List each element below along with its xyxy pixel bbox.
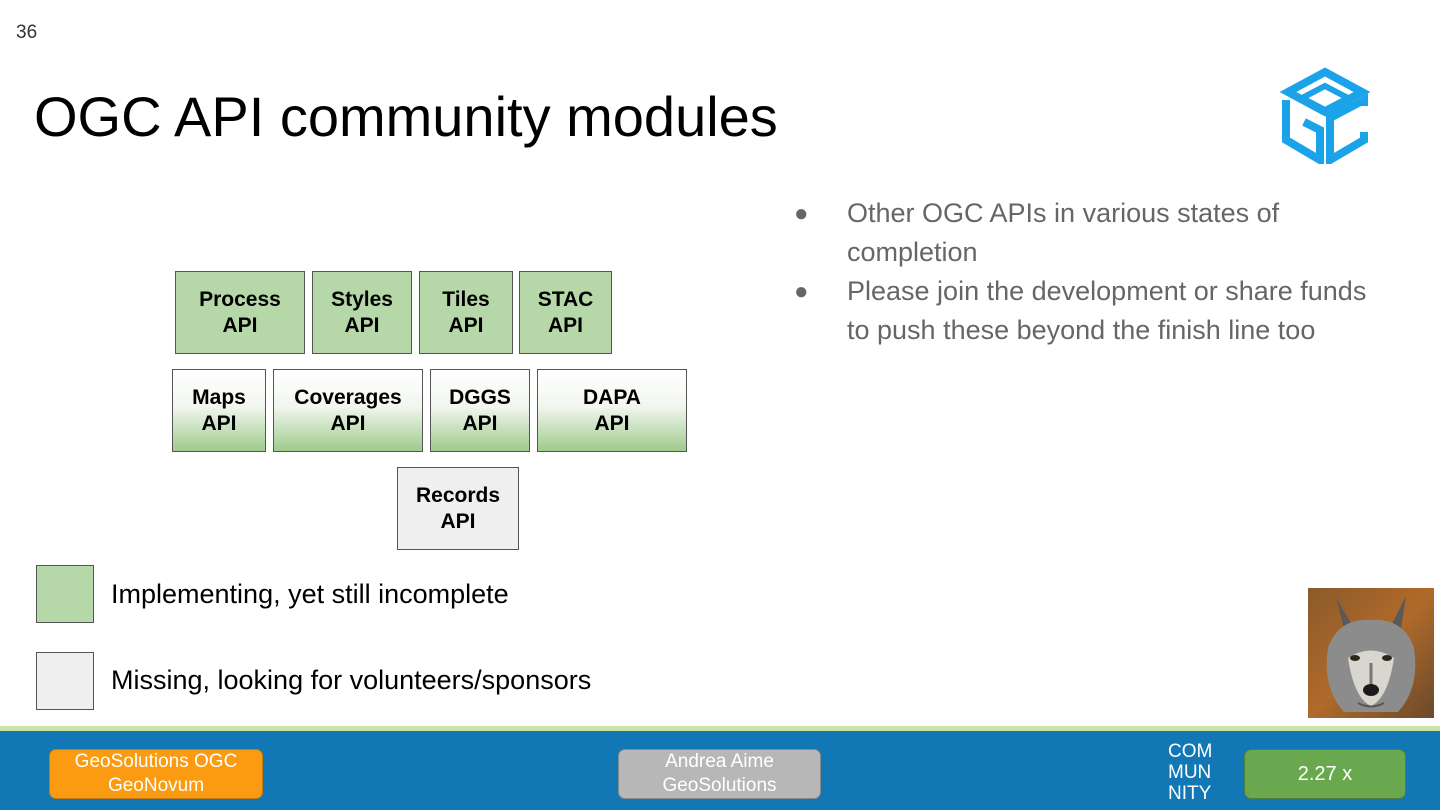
bullet-item: ● Other OGC APIs in various states of co…: [794, 194, 1384, 272]
tiles-api-sublabel: API: [448, 313, 484, 337]
maps-api-label: Maps: [192, 385, 246, 409]
tiles-api-box: Tiles API: [419, 271, 513, 354]
ogc-logo-icon: [1280, 67, 1370, 164]
footer-divider: [0, 726, 1440, 731]
footer-author-badge: Andrea Aime GeoSolutions: [618, 749, 821, 799]
slide-title: OGC API community modules: [34, 85, 778, 148]
legend-label-missing: Missing, looking for volunteers/sponsors: [111, 665, 592, 695]
records-api-label: Records: [415, 483, 501, 507]
maps-api-sublabel: API: [201, 411, 237, 435]
footer-author-name: Andrea Aime: [665, 751, 774, 772]
footer-community-line2: MUN: [1168, 762, 1212, 783]
styles-api-box: Styles API: [312, 271, 412, 354]
footer-version-text: 2.27 x: [1297, 763, 1353, 785]
bullet-text: Please join the development or share fun…: [847, 276, 1367, 345]
process-api-label: Process: [199, 287, 281, 311]
legend-swatch-implementing: [36, 565, 94, 623]
footer-version-badge: 2.27 x: [1244, 749, 1406, 799]
process-api-box: Process API: [175, 271, 305, 354]
footer-event-badge: GeoSolutions OGC GeoNovum: [49, 749, 263, 799]
coverages-api-label: Coverages: [294, 385, 402, 409]
coverages-api-box: Coverages API: [273, 369, 423, 452]
footer-author-org: GeoSolutions: [662, 775, 777, 796]
footer-community-label: COM MUN NITY: [1168, 741, 1228, 804]
dggs-api-sublabel: API: [462, 411, 498, 435]
legend-label-implementing: Implementing, yet still incomplete: [111, 579, 509, 609]
dapa-api-box: DAPA API: [537, 369, 687, 452]
bullet-text: Other OGC APIs in various states of comp…: [847, 198, 1280, 267]
coverages-api-sublabel: API: [330, 411, 366, 435]
bullet-list: ● Other OGC APIs in various states of co…: [794, 194, 1384, 350]
maps-api-box: Maps API: [172, 369, 266, 452]
wolf-photo: [1308, 588, 1434, 718]
styles-api-sublabel: API: [344, 313, 380, 337]
records-api-sublabel: API: [440, 509, 476, 533]
footer-event-line2: GeoNovum: [107, 775, 205, 796]
styles-api-label: Styles: [331, 287, 393, 311]
dapa-api-label: DAPA: [583, 385, 641, 409]
stac-api-box: STAC API: [519, 271, 612, 354]
bullet-item: ● Please join the development or share f…: [794, 272, 1384, 350]
process-api-sublabel: API: [222, 313, 258, 337]
slide-number: 36: [16, 22, 38, 43]
footer-community-line1: COM: [1168, 741, 1213, 762]
dapa-api-sublabel: API: [594, 411, 630, 435]
dggs-api-box: DGGS API: [430, 369, 530, 452]
stac-api-label: STAC: [537, 287, 594, 311]
bullet-dot-icon: ●: [794, 278, 809, 305]
tiles-api-label: Tiles: [442, 287, 490, 311]
bullet-dot-icon: ●: [794, 200, 809, 227]
records-api-box: Records API: [397, 467, 519, 550]
footer-event-line1: GeoSolutions OGC: [74, 751, 238, 772]
footer-community-line3: NITY: [1168, 783, 1212, 804]
stac-api-sublabel: API: [547, 313, 583, 337]
dggs-api-label: DGGS: [449, 385, 511, 409]
legend-swatch-missing: [36, 652, 94, 710]
